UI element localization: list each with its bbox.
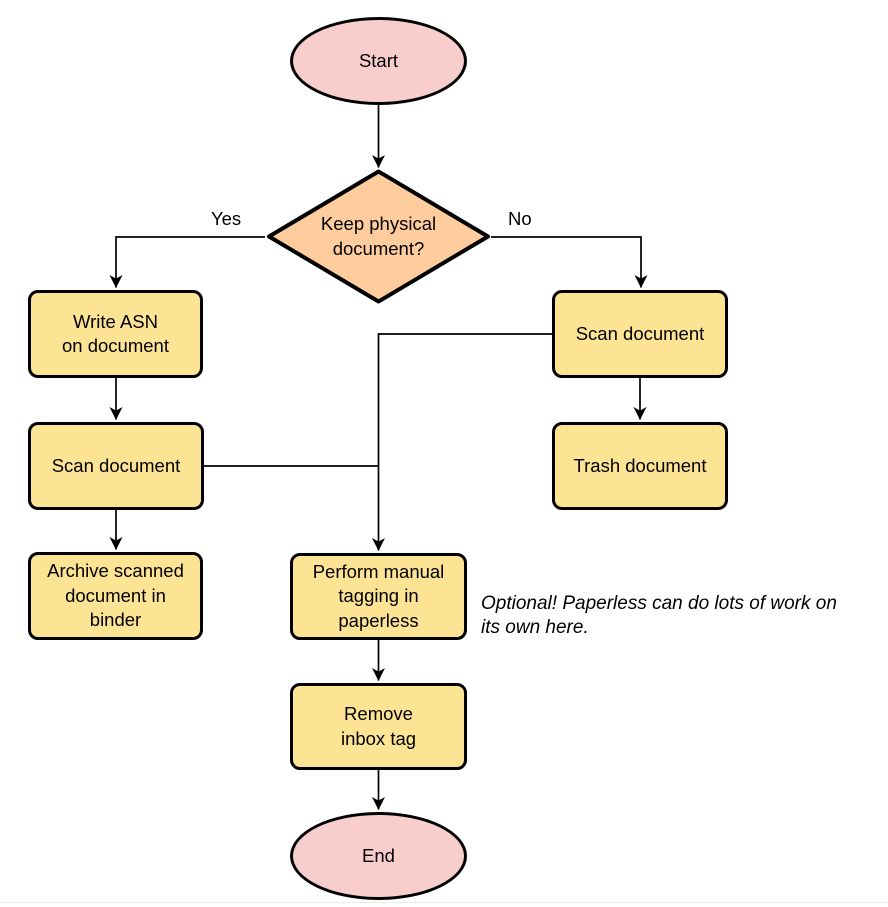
node-decision-label: Keep physical document? xyxy=(320,213,437,259)
node-scan-right-label: Scan document xyxy=(575,322,705,344)
node-start-label: Start xyxy=(358,49,399,71)
node-scan-document-left: Scan document xyxy=(28,422,204,510)
node-trash-document: Trash document xyxy=(552,422,728,510)
node-end-label: End xyxy=(362,844,395,866)
diamond-shape xyxy=(267,169,490,304)
edge-label-no: No xyxy=(506,208,534,230)
node-start: Start xyxy=(290,17,467,105)
node-scan-document-right: Scan document xyxy=(552,290,728,378)
node-tagging-label: Perform manual tagging in paperless xyxy=(312,560,445,631)
node-archive-label: Archive scanned document in binder xyxy=(47,560,184,631)
edge-decision-no-to-scan-right xyxy=(491,236,648,288)
annotation-optional-note: Optional! Paperless can do lots of work … xyxy=(481,593,837,639)
node-trash-label: Trash document xyxy=(573,454,707,476)
node-write-asn-label: Write ASN on document xyxy=(62,310,169,356)
node-scan-left-label: Scan document xyxy=(51,454,181,476)
edge-decision-yes-to-write-asn xyxy=(109,236,265,288)
edge-scan-right-to-tagging xyxy=(372,333,552,551)
node-manual-tagging: Perform manual tagging in paperless xyxy=(290,553,467,640)
edge-label-yes: Yes xyxy=(209,208,244,230)
node-decision-keep-physical: Keep physical document? xyxy=(266,169,491,304)
node-end: End xyxy=(290,812,467,900)
node-archive-binder: Archive scanned document in binder xyxy=(28,552,203,640)
node-remove-tag-label: Remove inbox tag xyxy=(340,703,417,749)
node-write-asn: Write ASN on document xyxy=(28,290,203,378)
bottom-divider xyxy=(0,902,888,903)
node-remove-inbox-tag: Remove inbox tag xyxy=(290,683,467,770)
